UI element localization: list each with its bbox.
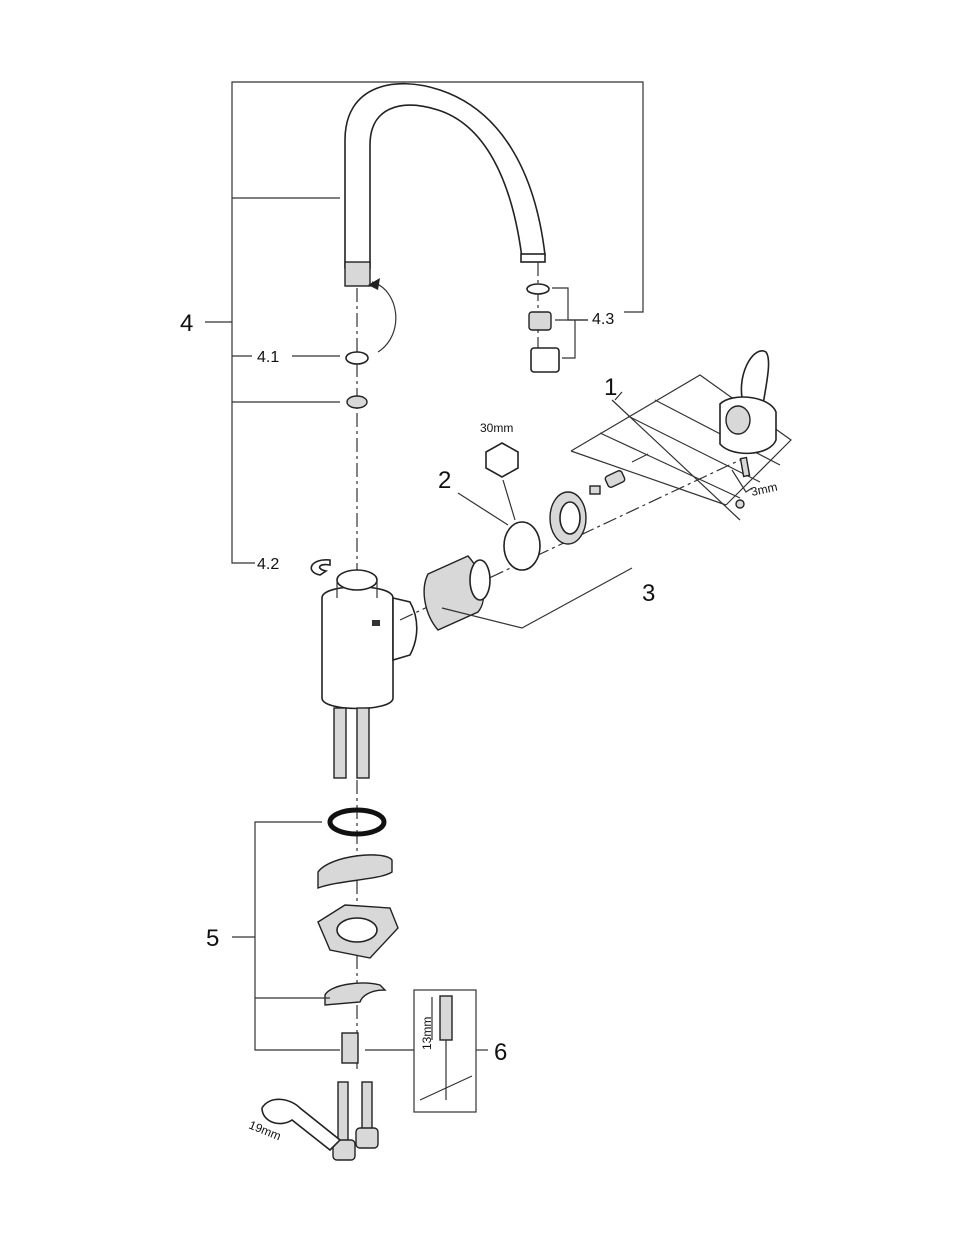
label-part-2: 2: [438, 467, 451, 494]
part-4-bracket: [205, 81, 644, 564]
hose-left: [333, 707, 347, 779]
tool-box: [413, 989, 477, 1113]
lower-hose-left: [337, 1081, 349, 1143]
aerator-housing: [530, 347, 560, 373]
label-part-4-3: 4.3: [592, 311, 614, 328]
aerator-insert: [528, 311, 552, 331]
hose-nut-right: [355, 1127, 379, 1149]
pin: [631, 453, 649, 463]
rubber-washer: [317, 854, 393, 889]
cartridge: [423, 555, 491, 631]
wrench-icon: [261, 1098, 342, 1152]
set-screw: [739, 456, 751, 478]
o-ring-4-1: [345, 351, 369, 365]
part-5-bracket: [232, 821, 340, 1051]
label-part-5: 5: [206, 925, 219, 952]
clip-4-2: [310, 559, 331, 576]
hex-icon-30mm: [485, 442, 519, 478]
spout-insert: [346, 395, 368, 409]
o-ring-base: [327, 807, 387, 837]
part-3-bracket: [441, 567, 633, 629]
dim-hex-30mm: 30mm: [480, 421, 513, 435]
aerator-seal: [526, 283, 550, 295]
part-1-bracket: [570, 374, 792, 521]
mounting-fork: [324, 982, 387, 1006]
threaded-stud: [341, 1032, 359, 1064]
label-part-4-2: 4.2: [257, 556, 279, 573]
mixer-body: [321, 569, 418, 710]
dim-allen-3mm: 3mm: [750, 480, 779, 499]
adapter: [604, 470, 626, 488]
hose-nut-left: [332, 1139, 356, 1161]
tool-socket: [439, 995, 453, 1041]
ring-part-2: [503, 521, 541, 571]
rotation-arrow: [371, 281, 397, 353]
hose-right: [356, 707, 370, 779]
label-part-6: 6: [494, 1039, 507, 1066]
label-part-4: 4: [180, 310, 193, 337]
label-part-3: 3: [642, 580, 655, 607]
label-part-4-1: 4.1: [257, 349, 279, 366]
label-part-1: 1: [604, 374, 617, 401]
dim-tool-13mm: 13mm: [420, 1017, 434, 1050]
screw: [589, 485, 601, 495]
spout: [344, 83, 546, 287]
lower-hose-right: [361, 1081, 373, 1133]
lever-handle: [719, 350, 777, 455]
cap: [735, 499, 745, 509]
rotation-arrow-head: [368, 278, 380, 290]
allen-key: [731, 469, 753, 493]
